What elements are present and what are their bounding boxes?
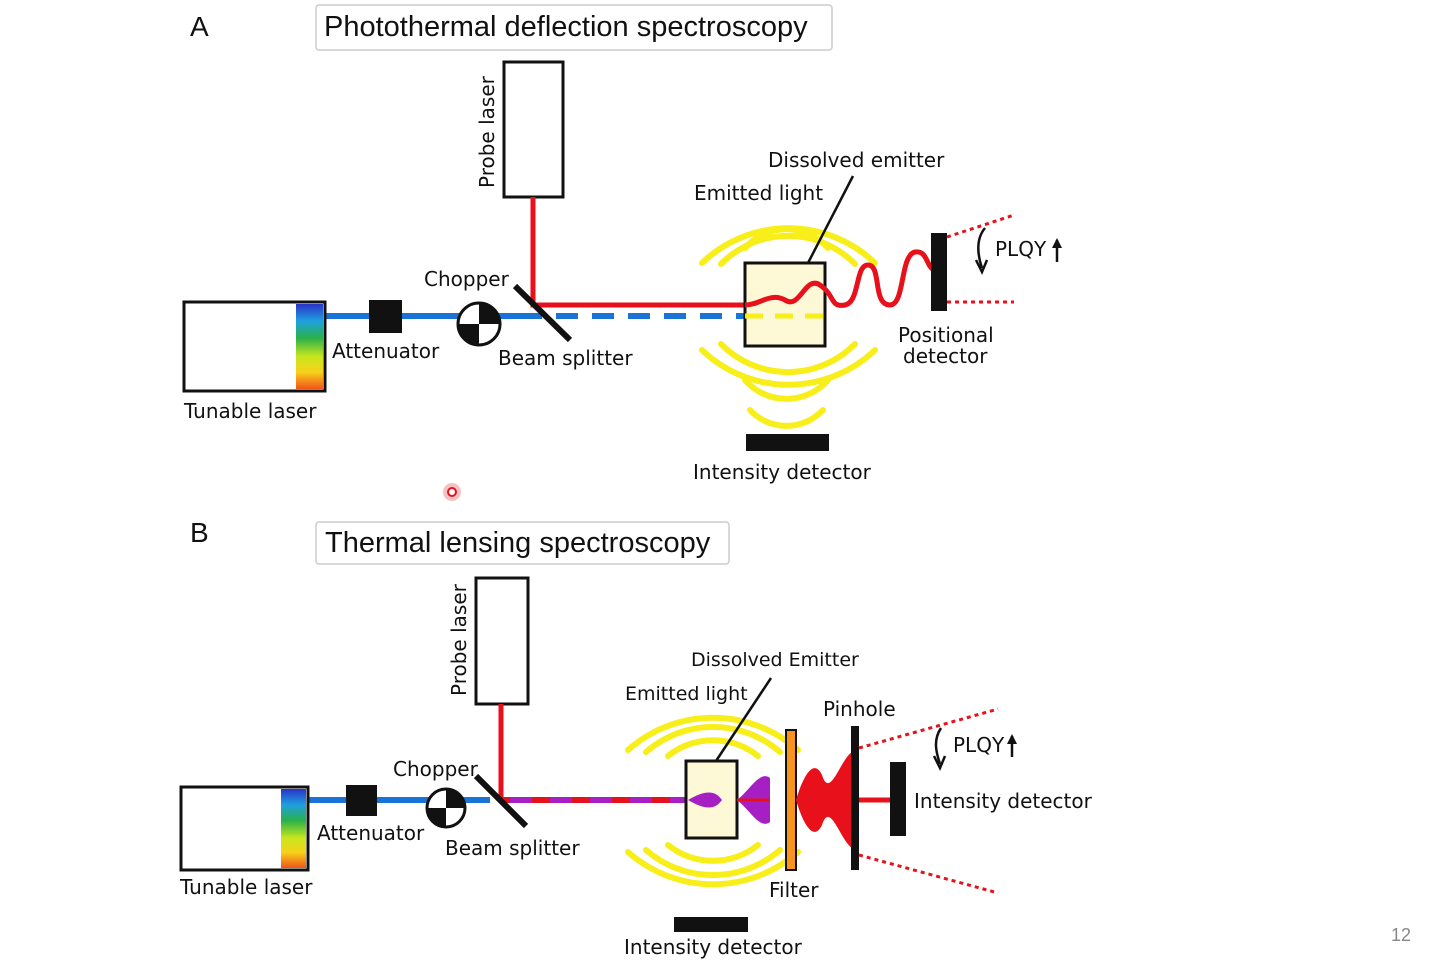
plqy-label: PLQY	[995, 237, 1047, 261]
probe-laser-box-b	[474, 576, 530, 706]
expanded-probe-beam	[796, 752, 852, 848]
beam-splitter	[512, 283, 573, 343]
plqy-curved-arrow	[977, 227, 987, 269]
panel-b: B Thermal lensing spectroscopy Probe las…	[179, 517, 1093, 959]
focus-spot	[688, 792, 722, 808]
positional-detector-label-1: Positional	[898, 323, 994, 347]
divergence-line-top	[858, 707, 999, 750]
pinhole-label: Pinhole	[823, 697, 896, 721]
intensity-detector-bottom-label: Intensity detector	[624, 935, 803, 959]
emitted-light-label: Emitted light	[694, 181, 823, 205]
attenuator-label: Attenuator	[332, 339, 440, 363]
beam-splitter-label-b: Beam splitter	[445, 836, 580, 860]
panel-a-letter: A	[190, 11, 209, 42]
emitter-pointer-line	[806, 175, 855, 264]
probe-laser-label: Probe laser	[475, 75, 499, 188]
chopper-label-b: Chopper	[393, 757, 479, 781]
deflected-probe-beam	[744, 249, 937, 308]
filter-label: Filter	[769, 878, 819, 902]
positional-detector	[931, 233, 947, 311]
attenuator-label-b: Attenuator	[317, 821, 425, 845]
tunable-laser-label: Tunable laser	[183, 399, 317, 423]
emitted-light-label-b: Emitted light	[625, 683, 748, 705]
emitter-pointer-line-b	[714, 677, 773, 762]
attenuator-block-b	[346, 785, 377, 816]
deflection-line-top	[946, 213, 1015, 239]
intensity-detector-bottom	[674, 917, 748, 932]
attenuator-block	[369, 300, 402, 333]
panel-a: A Photothermal deflection spectroscopy P…	[182, 4, 1062, 484]
panel-b-letter: B	[190, 517, 209, 548]
chopper-icon	[456, 301, 502, 347]
slide-number: 12	[1391, 925, 1411, 945]
plqy-curved-arrowhead	[974, 259, 989, 276]
panel-b-title-box	[315, 521, 730, 565]
beam-splitter-label: Beam splitter	[498, 346, 633, 370]
tunable-laser-label-b: Tunable laser	[179, 875, 313, 899]
pointer-dot-icon	[443, 483, 461, 501]
pinhole	[851, 726, 859, 870]
emitted-light-arcs-b	[625, 714, 801, 888]
plqy-curved-arrow-b	[934, 727, 943, 765]
probe-laser-box	[502, 60, 565, 199]
divergence-line-bottom	[858, 853, 999, 895]
intensity-detector-bar	[746, 434, 829, 451]
filter	[785, 729, 797, 871]
beam-splitter-b	[473, 773, 529, 829]
spectrum-strip-b	[281, 789, 306, 868]
panel-a-title: Photothermal deflection spectroscopy	[324, 11, 808, 43]
plqy-label-b: PLQY	[953, 733, 1005, 757]
positional-detector-label-2: detector	[903, 344, 988, 368]
up-arrow-icon	[1052, 238, 1062, 262]
emitted-light-arcs	[699, 225, 878, 429]
plqy-curved-arrowhead-b	[932, 755, 947, 772]
dissolved-emitter-label-b: Dissolved Emitter	[691, 649, 859, 671]
chopper-icon-b	[425, 787, 467, 829]
intensity-detector-right-label: Intensity detector	[914, 789, 1093, 813]
spectrum-strip	[296, 304, 323, 389]
intensity-detector-right	[890, 762, 906, 836]
intensity-detector-label: Intensity detector	[693, 460, 872, 484]
up-arrow-icon-b	[1007, 734, 1017, 757]
panel-b-title: Thermal lensing spectroscopy	[325, 527, 711, 559]
panel-a-title-box	[315, 4, 833, 51]
dissolved-emitter-label: Dissolved emitter	[768, 148, 945, 172]
probe-laser-label-b: Probe laser	[447, 583, 471, 696]
chopper-label: Chopper	[424, 267, 510, 291]
